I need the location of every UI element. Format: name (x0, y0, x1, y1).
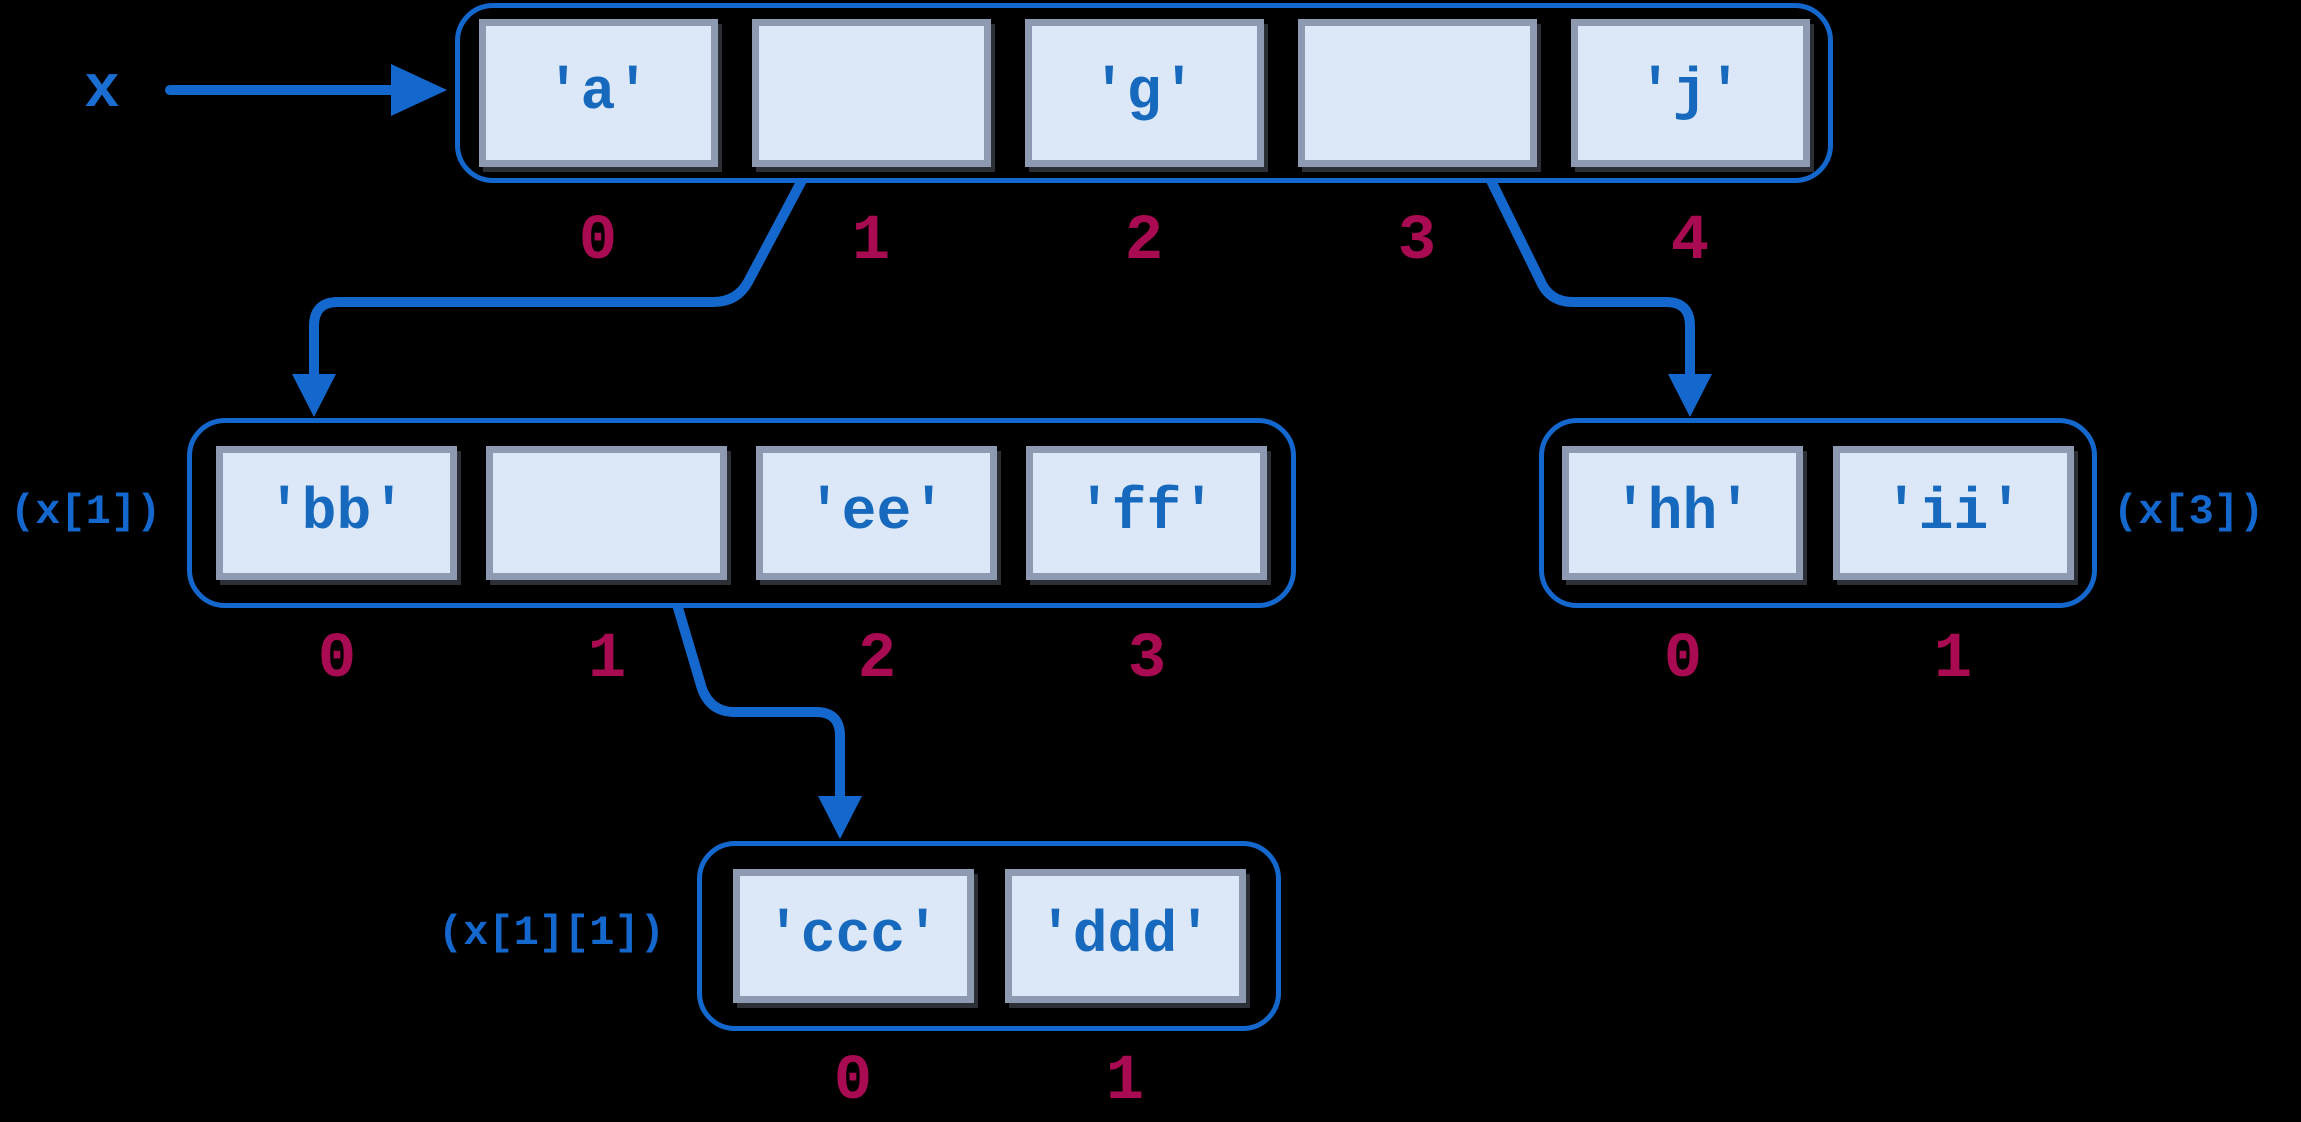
index-label-x11-0: 0 (833, 1046, 873, 1118)
list-x11-label: (x[1][1]) (438, 909, 665, 957)
list-x3: 'hh' 'ii' (1539, 418, 2097, 608)
variable-x-label: x (84, 57, 121, 125)
arrow-slot3-to-list-x3 (1472, 147, 1712, 417)
cell-x-4: 'j' (1570, 19, 1810, 167)
list-x11-cells: 'ccc' 'ddd' (702, 846, 1276, 1026)
index-label-x1-0: 0 (317, 624, 357, 696)
cell-x-1 (751, 19, 991, 167)
list-x-cells: 'a' 'g' 'j' (460, 8, 1828, 178)
index-label-x-4: 4 (1670, 206, 1710, 278)
cell-x3-1: 'ii' (1833, 446, 2074, 580)
index-label-x11-1: 1 (1105, 1046, 1145, 1118)
index-label-x1-1: 1 (587, 624, 627, 696)
cell-x1-2: 'ee' (756, 446, 997, 580)
list-x1: 'bb' 'ee' 'ff' (187, 418, 1296, 608)
index-label-x-2: 2 (1124, 206, 1164, 278)
index-label-x1-3: 3 (1127, 624, 1167, 696)
cell-x1-1 (486, 446, 727, 580)
list-x: 'a' 'g' 'j' (455, 3, 1833, 183)
cell-x3-0: 'hh' (1562, 446, 1803, 580)
index-label-x-3: 3 (1397, 206, 1437, 278)
cell-x-0: 'a' (478, 19, 718, 167)
cell-x11-0: 'ccc' (732, 869, 974, 1003)
index-label-x-1: 1 (851, 206, 891, 278)
list-x11: 'ccc' 'ddd' (697, 841, 1281, 1031)
index-label-x-0: 0 (578, 206, 618, 278)
cell-x11-1: 'ddd' (1004, 869, 1246, 1003)
cell-x1-0: 'bb' (216, 446, 457, 580)
list-x3-cells: 'hh' 'ii' (1544, 423, 2092, 603)
arrow-x1-slot1-to-list-x11 (663, 569, 862, 839)
index-label-x3-0: 0 (1663, 624, 1703, 696)
index-label-x3-1: 1 (1933, 624, 1973, 696)
arrow-slot1-to-list-x1 (292, 147, 822, 417)
cell-x-2: 'g' (1024, 19, 1264, 167)
list-x1-label: (x[1]) (10, 488, 162, 536)
index-label-x1-2: 2 (857, 624, 897, 696)
list-x3-label: (x[3]) (2113, 488, 2265, 536)
cell-x-3 (1297, 19, 1537, 167)
arrow-x-to-list-x (165, 64, 447, 116)
list-x1-cells: 'bb' 'ee' 'ff' (192, 423, 1291, 603)
cell-x1-3: 'ff' (1026, 446, 1267, 580)
